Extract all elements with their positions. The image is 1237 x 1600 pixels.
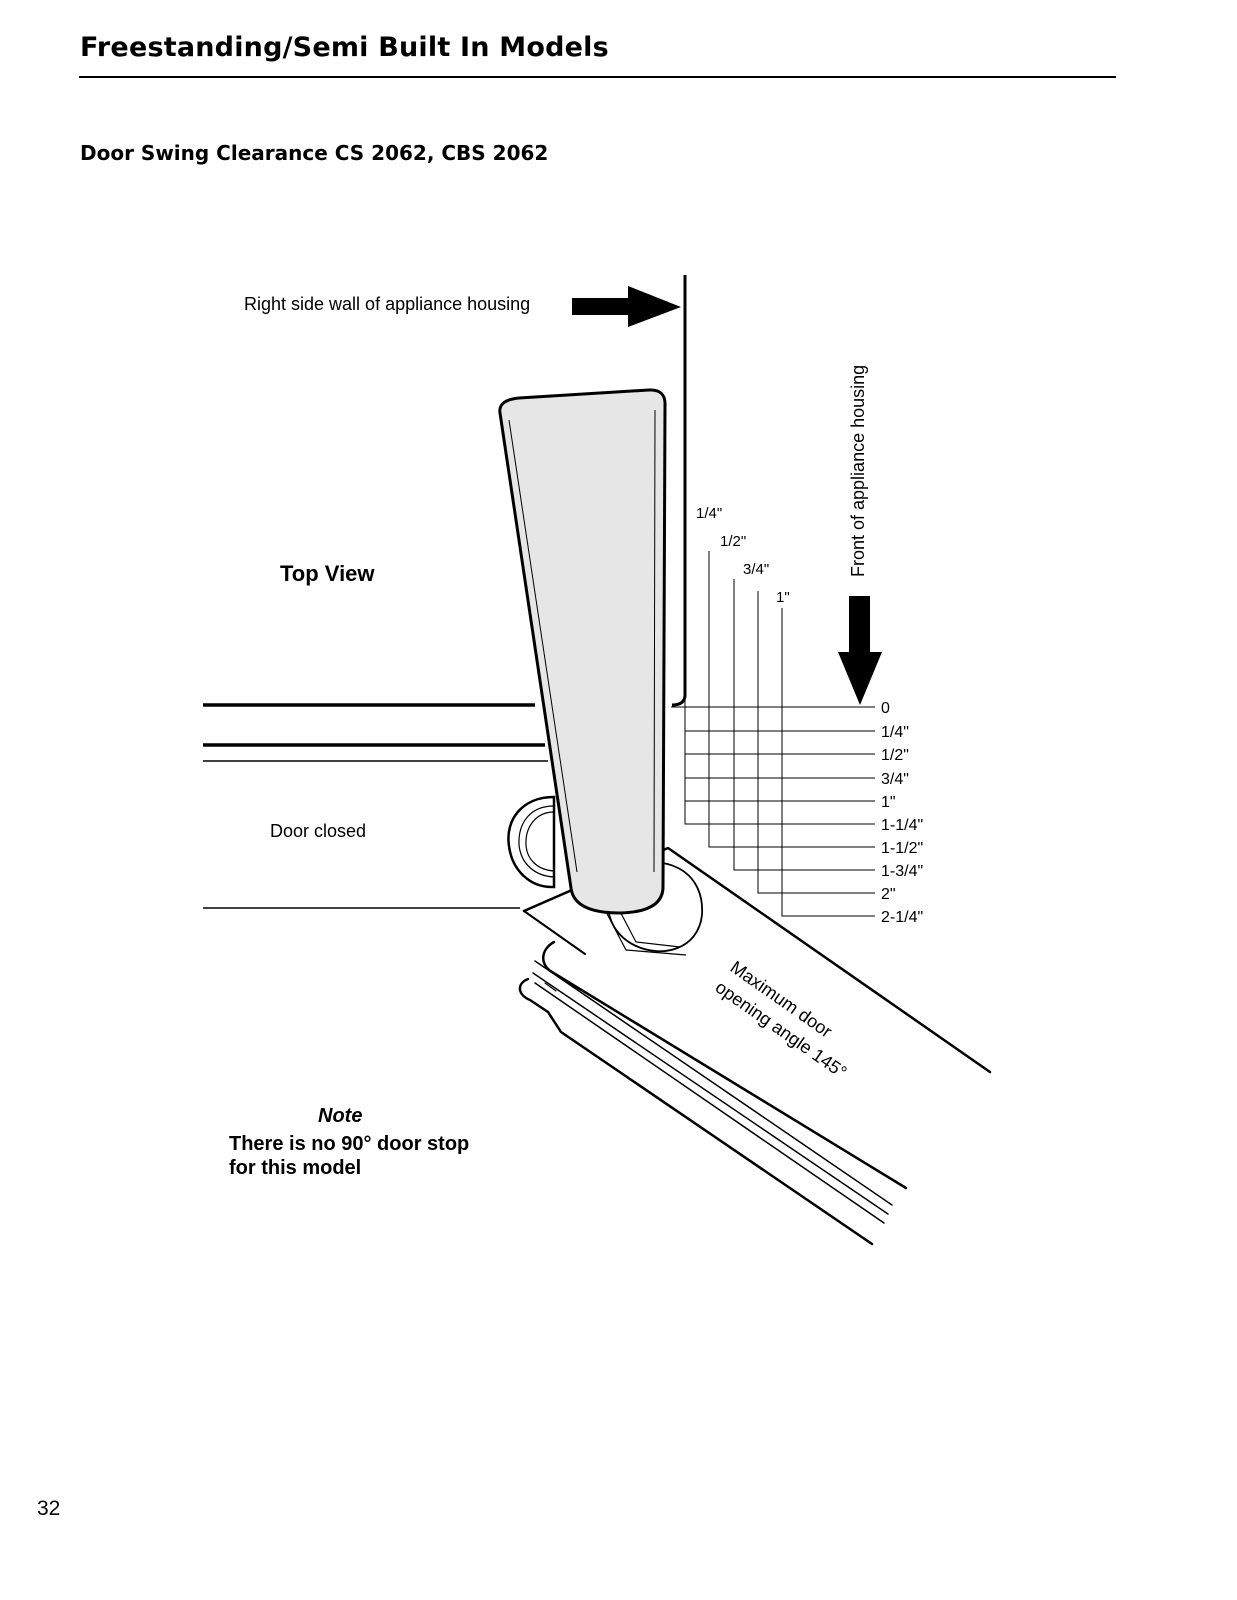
door-closed-label: Door closed xyxy=(270,821,366,841)
side-scale-label: 3/4" xyxy=(881,771,909,788)
side-scale-labels: 0 1/4" 1/2" 3/4" 1" 1-1/4" 1-1/2" 1-3/4"… xyxy=(881,700,923,926)
top-scale-label: 1" xyxy=(776,589,790,606)
clearance-grid xyxy=(671,523,875,917)
side-scale-label: 1-1/4" xyxy=(881,817,923,834)
side-scale-label: 1-3/4" xyxy=(881,863,923,880)
top-scale-labels: 1/4" 1/2" 3/4" 1" xyxy=(696,505,790,606)
side-scale-label: 2-1/4" xyxy=(881,909,923,926)
page-number: 32 xyxy=(37,1497,61,1520)
header-rule xyxy=(79,76,1116,78)
view-label: Top View xyxy=(280,561,375,586)
arrow-down-icon xyxy=(838,596,882,705)
arrow-right-icon xyxy=(572,286,681,327)
note-heading: Note xyxy=(318,1105,363,1127)
page-header-title: Freestanding/Semi Built In Models xyxy=(80,32,609,63)
wall-label: Right side wall of appliance housing xyxy=(244,294,530,314)
note-body: There is no 90° door stop for this model xyxy=(229,1133,470,1179)
section-title: Door Swing Clearance CS 2062, CBS 2062 xyxy=(80,141,549,165)
top-scale-label: 3/4" xyxy=(743,561,769,578)
right-side-wall xyxy=(671,275,687,707)
top-scale-label: 1/4" xyxy=(696,505,722,522)
hinge-knuckle xyxy=(507,795,556,889)
cabinet-edges xyxy=(203,703,548,909)
front-label: Front of appliance housing xyxy=(848,365,868,577)
side-scale-label: 1/2" xyxy=(881,747,909,764)
closed-door-panel xyxy=(498,388,667,915)
max-angle-label: Maximum door opening angle 145° xyxy=(712,957,851,1082)
side-scale-label: 1-1/2" xyxy=(881,840,923,857)
side-scale-label: 1" xyxy=(881,794,896,811)
side-scale-label: 1/4" xyxy=(881,724,909,741)
side-scale-label: 0 xyxy=(881,700,890,717)
top-scale-label: 1/2" xyxy=(720,533,746,550)
side-scale-label: 2" xyxy=(881,886,896,903)
